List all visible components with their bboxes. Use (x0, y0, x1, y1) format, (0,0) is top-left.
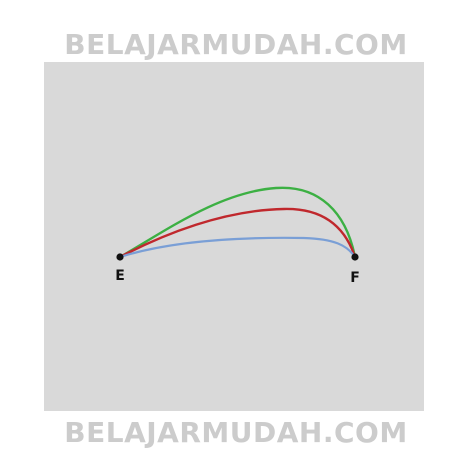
watermark-bottom: BELAJARMUDAH.COM (64, 416, 408, 449)
point-e (116, 253, 124, 261)
diagram-panel: E F (44, 62, 424, 411)
point-e-label: E (115, 268, 125, 284)
point-f-label: F (350, 270, 360, 286)
trajectory-diagram: E F (115, 186, 360, 286)
blue-curve (118, 236, 357, 259)
green-curve (118, 186, 357, 259)
red-curve (118, 207, 357, 259)
watermark-top: BELAJARMUDAH.COM (64, 28, 408, 61)
point-f (351, 253, 359, 261)
